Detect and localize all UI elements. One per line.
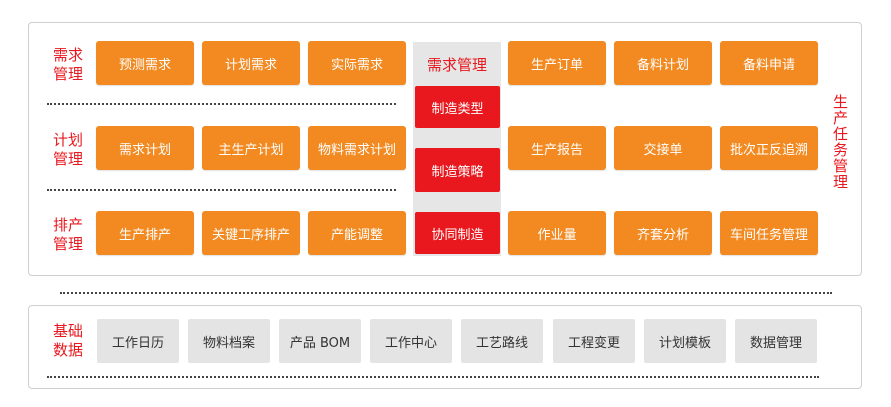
btn-production-report[interactable]: 生产报告 — [508, 126, 606, 170]
side-title: 生产任务管理 — [831, 94, 851, 190]
btn-mrp[interactable]: 物料需求计划 — [308, 126, 406, 170]
btn-work-center[interactable]: 工作中心 — [370, 319, 452, 363]
btn-manufacturing-type[interactable]: 制造类型 — [415, 86, 500, 128]
base-separator — [47, 376, 819, 378]
btn-engineering-change[interactable]: 工程变更 — [553, 319, 635, 363]
btn-demand-plan[interactable]: 需求计划 — [96, 126, 194, 170]
separator-2 — [47, 189, 396, 191]
btn-actual-demand[interactable]: 实际需求 — [308, 41, 406, 85]
btn-master-production-plan[interactable]: 主生产计划 — [202, 126, 300, 170]
center-column-title: 需求管理 — [426, 56, 487, 74]
btn-work-calendar[interactable]: 工作日历 — [97, 319, 179, 363]
btn-production-order[interactable]: 生产订单 — [508, 41, 606, 85]
row-label-demand-text: 需求管理 — [52, 46, 83, 83]
separator-1 — [47, 103, 396, 105]
btn-key-process-scheduling[interactable]: 关键工序排产 — [202, 211, 300, 255]
btn-manufacturing-strategy[interactable]: 制造策略 — [415, 148, 500, 192]
btn-collaborative-manufacturing[interactable]: 协同制造 — [415, 212, 500, 254]
btn-production-scheduling[interactable]: 生产排产 — [96, 211, 194, 255]
btn-capacity-adjust[interactable]: 产能调整 — [308, 211, 406, 255]
row-label-plan: 计划管理 — [48, 131, 88, 169]
btn-material-request[interactable]: 备料申请 — [720, 41, 818, 85]
panel-separator — [60, 292, 832, 294]
row-label-plan-text: 计划管理 — [52, 131, 83, 168]
side-title-text: 生产任务管理 — [831, 94, 849, 190]
row-label-schedule: 排产管理 — [48, 216, 88, 254]
btn-forecast-demand[interactable]: 预测需求 — [96, 41, 194, 85]
btn-workshop-task-mgmt[interactable]: 车间任务管理 — [720, 211, 818, 255]
btn-plan-template[interactable]: 计划模板 — [644, 319, 726, 363]
btn-kitting-analysis[interactable]: 齐套分析 — [614, 211, 712, 255]
btn-handover[interactable]: 交接单 — [614, 126, 712, 170]
base-data-label: 基础数据 — [48, 322, 88, 360]
btn-planned-demand[interactable]: 计划需求 — [202, 41, 300, 85]
btn-material-plan[interactable]: 备料计划 — [614, 41, 712, 85]
row-label-schedule-text: 排产管理 — [52, 216, 83, 253]
btn-product-bom[interactable]: 产品 BOM — [279, 319, 361, 363]
btn-workload[interactable]: 作业量 — [508, 211, 606, 255]
btn-batch-trace[interactable]: 批次正反追溯 — [720, 126, 818, 170]
row-label-demand: 需求管理 — [48, 46, 88, 84]
btn-data-management[interactable]: 数据管理 — [735, 319, 817, 363]
btn-material-archive[interactable]: 物料档案 — [188, 319, 270, 363]
base-data-label-text: 基础数据 — [52, 322, 83, 359]
btn-process-route[interactable]: 工艺路线 — [461, 319, 543, 363]
